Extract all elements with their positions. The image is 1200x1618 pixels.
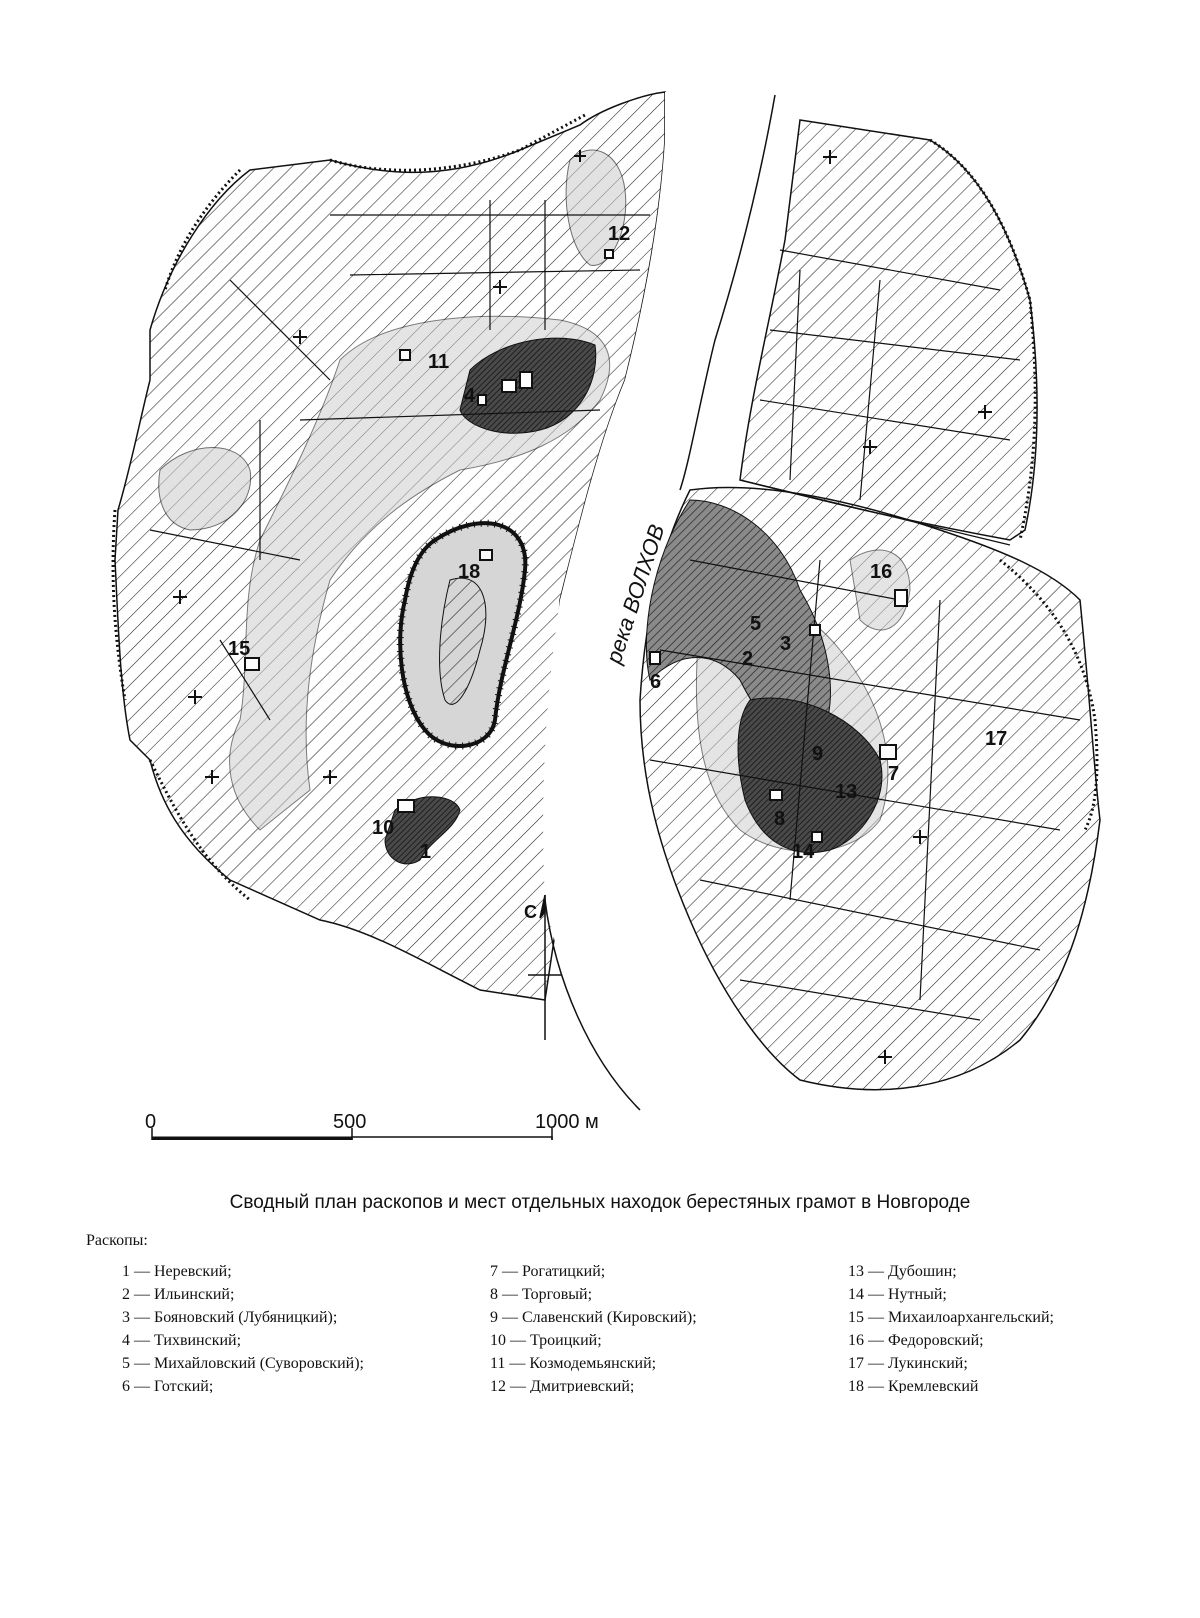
site-number-14: 14 (792, 841, 815, 863)
legend-item: 5 — Михайловский (Суворовский); (122, 1355, 364, 1372)
site-number-5: 5 (750, 613, 761, 635)
legend-item: 1 — Неревский; (122, 1263, 232, 1280)
legend-item: 16 — Федоровский; (848, 1332, 984, 1349)
scale-bar (151, 1128, 553, 1140)
west-rampart (111, 113, 586, 902)
site-number-6: 6 (650, 671, 661, 693)
east-bank (639, 119, 1101, 1091)
legend: 1 — Неревский; 2 — Ильинский; 3 — Боянов… (80, 1260, 1120, 1393)
legend-item: 15 — Михаилоархангельский; (848, 1309, 1054, 1326)
legend-item: 8 — Торговый; (490, 1286, 593, 1303)
cross-markers (173, 150, 992, 1064)
site-number-11: 11 (428, 351, 449, 373)
legend-item: 3 — Бояновский (Лубяницкий); (122, 1309, 338, 1326)
legend-item: 14 — Нутный; (848, 1286, 947, 1303)
site-number-9: 9 (812, 743, 823, 765)
site-number-10: 10 (372, 817, 394, 839)
city-plan-map: 1 2 3 4 5 6 7 8 9 10 11 12 13 14 15 16 1… (111, 91, 1101, 1140)
site-number-15: 15 (228, 638, 250, 660)
legend-item: 2 — Ильинский; (122, 1286, 235, 1303)
kremlin (396, 519, 529, 750)
site-number-labels: 1 2 3 4 5 6 7 8 9 10 11 12 13 14 15 16 1… (228, 223, 1007, 863)
legend-item: 17 — Лукинский; (848, 1355, 968, 1372)
legend-title: Раскопы: (86, 1232, 148, 1249)
legend-column-3: 13 — Дубошин; 14 — Нутный; 15 — Михаилоа… (848, 1260, 1054, 1393)
site-number-2: 2 (742, 648, 753, 670)
legend-item: 6 — Готский; (122, 1378, 214, 1393)
legend-item: 11 — Козмодемьянский; (490, 1355, 657, 1372)
legend-item: 13 — Дубошин; (848, 1263, 957, 1280)
site-number-1: 1 (420, 841, 431, 863)
site-number-18: 18 (458, 561, 480, 583)
site-number-8: 8 (774, 808, 785, 830)
legend-item: 7 — Рогатицкий; (490, 1263, 606, 1280)
north-label: С (524, 902, 537, 922)
east-rampart (929, 138, 1099, 831)
legend-item: 10 — Троицкий; (490, 1332, 602, 1349)
legend-item: 12 — Дмитриевский; (490, 1378, 635, 1393)
scale-label-500: 500 (333, 1111, 366, 1133)
legend-item: 4 — Тихвинский; (122, 1332, 242, 1349)
site-number-7: 7 (888, 763, 899, 785)
site-number-13: 13 (835, 781, 857, 803)
north-arrow (528, 894, 562, 1040)
site-number-17: 17 (985, 728, 1007, 750)
legend-column-1: 1 — Неревский; 2 — Ильинский; 3 — Боянов… (122, 1260, 364, 1393)
figure-caption: Сводный план раскопов и мест отдельных н… (229, 1192, 971, 1213)
scale-label-1000: 1000 м (535, 1111, 599, 1133)
volkhov-river (543, 92, 776, 1111)
legend-item: 9 — Славенский (Кировский); (490, 1309, 697, 1326)
scale-label-0: 0 (145, 1111, 156, 1133)
site-number-12: 12 (608, 223, 630, 245)
find-markers (244, 249, 908, 843)
site-number-3: 3 (780, 633, 791, 655)
legend-item: 18 — Кремлевский (848, 1378, 979, 1393)
legend-column-2: 7 — Рогатицкий; 8 — Торговый; 9 — Славен… (490, 1260, 697, 1393)
site-number-4: 4 (464, 385, 476, 407)
site-number-16: 16 (870, 561, 892, 583)
